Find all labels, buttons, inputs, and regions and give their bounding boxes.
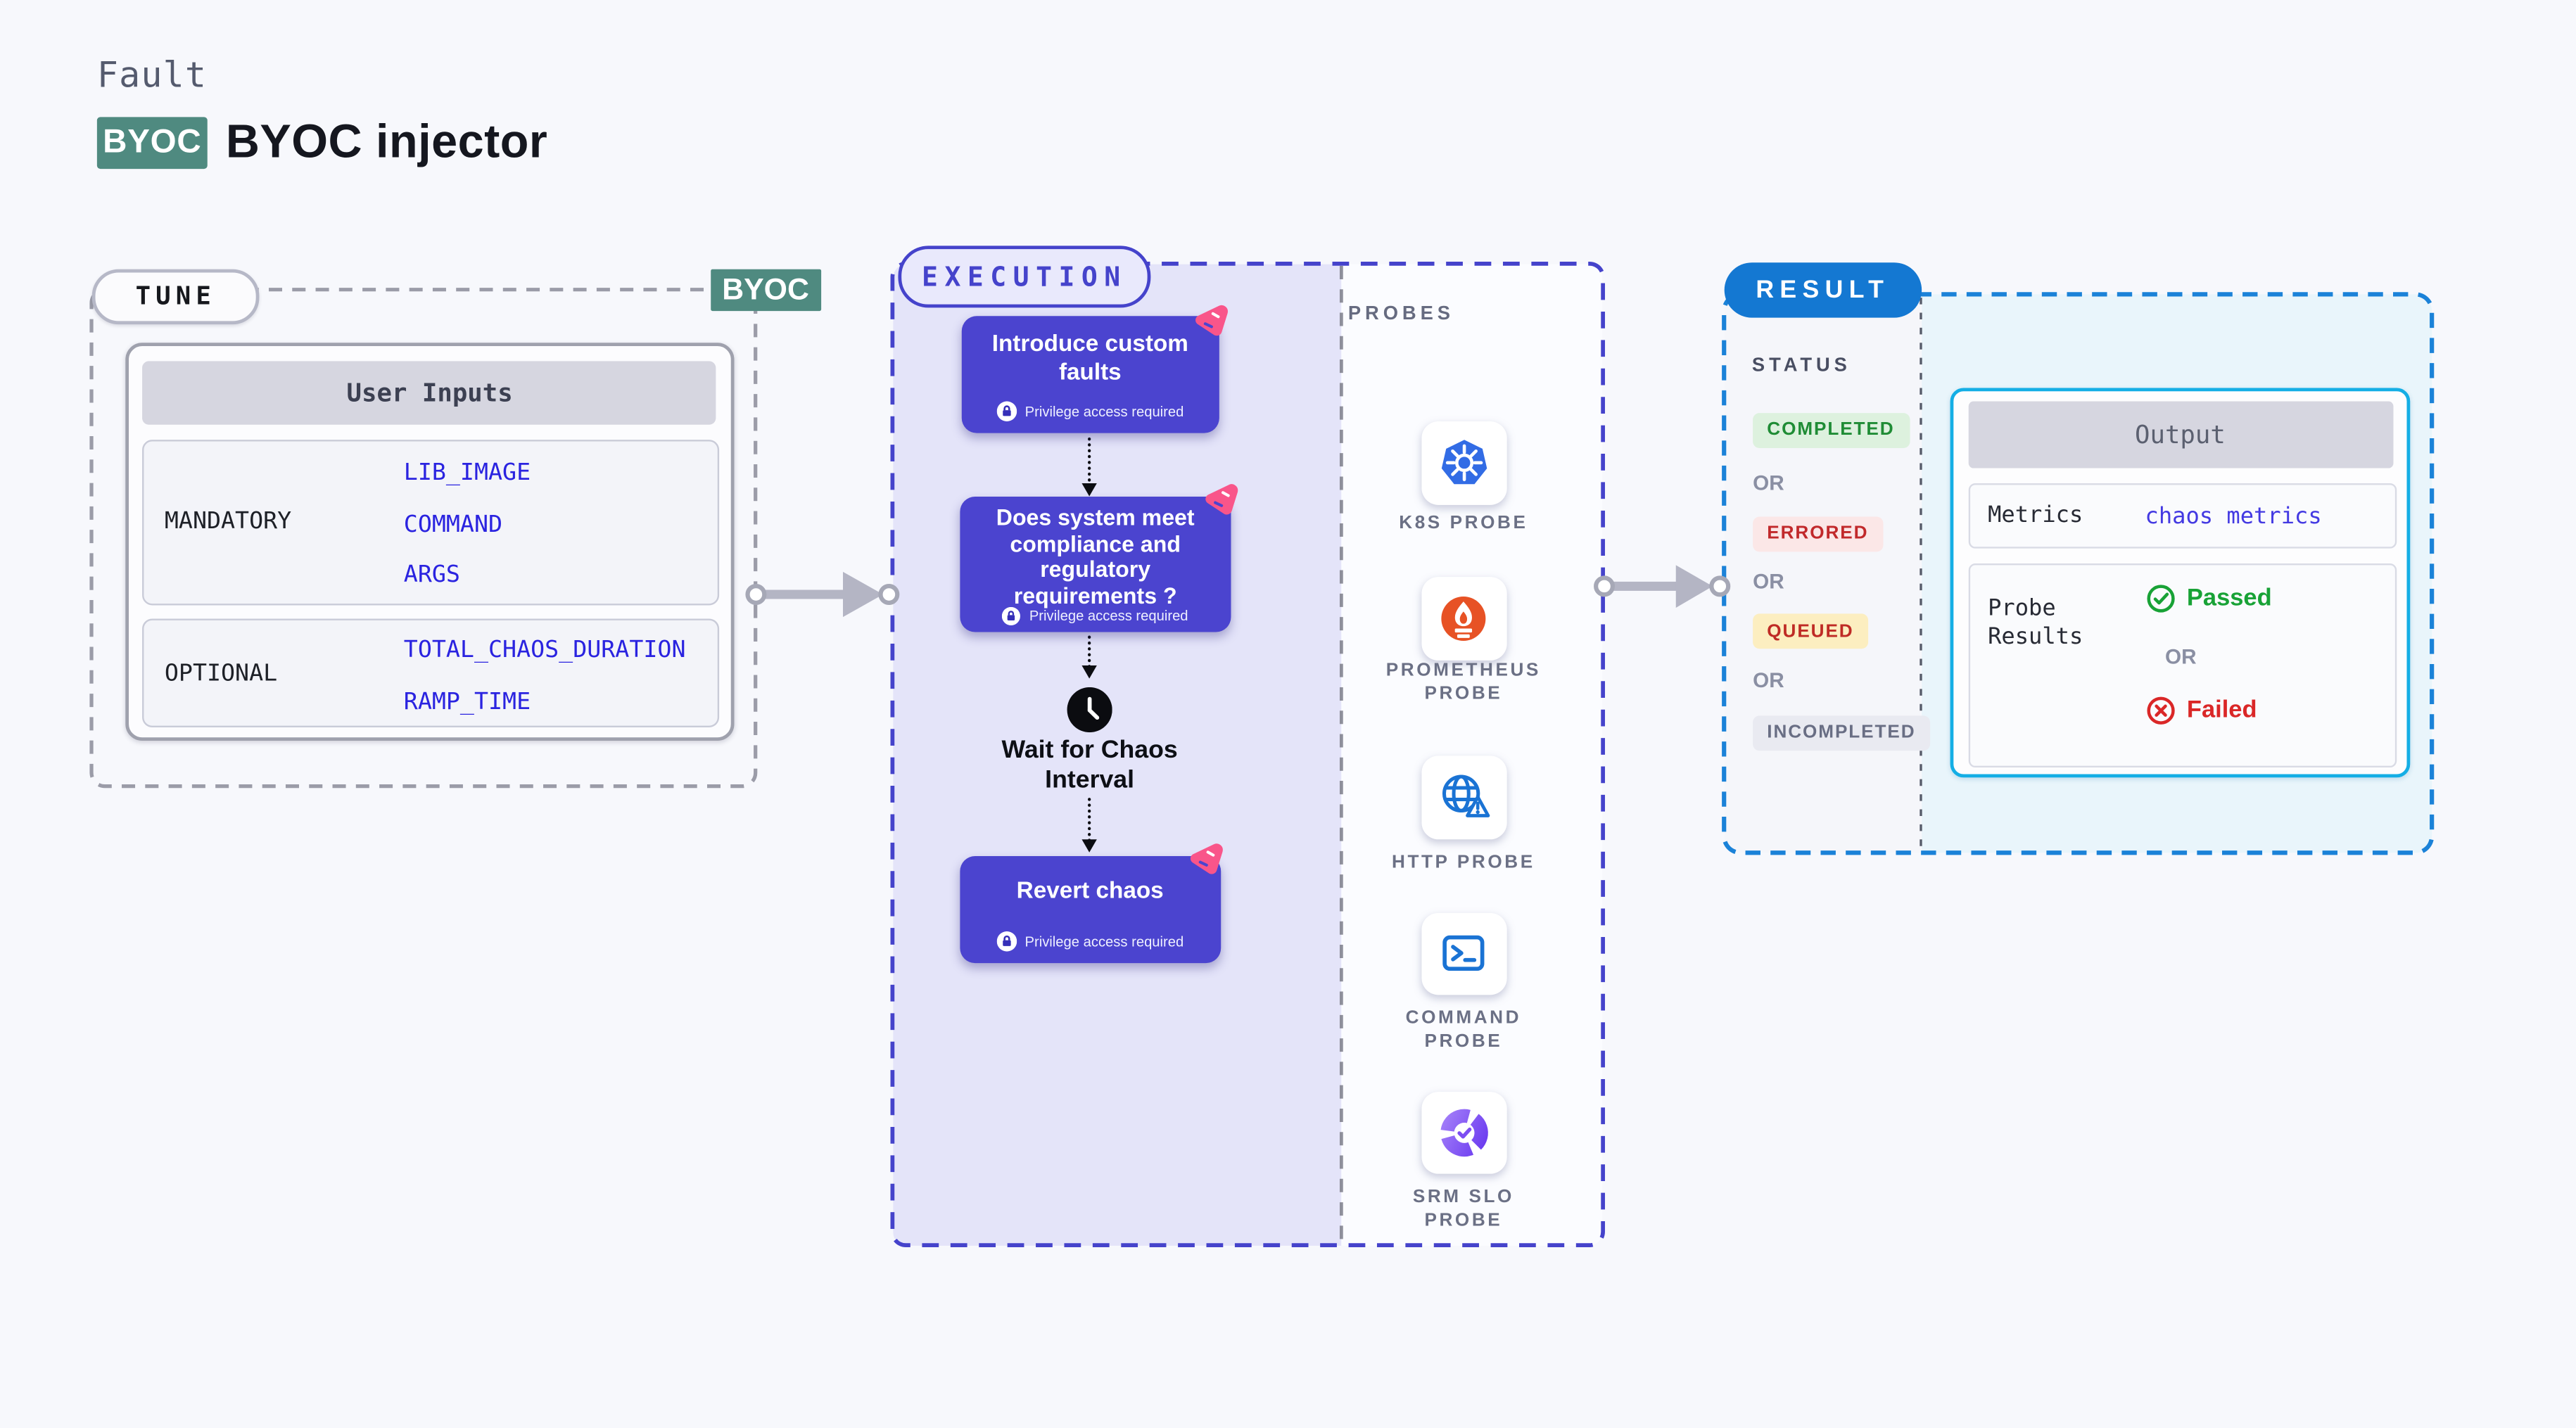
terminal-icon xyxy=(1442,936,1485,971)
execution-section-label: EXECUTION xyxy=(898,246,1151,307)
execution-node-introduce-faults: Introduce custom faults Privilege access… xyxy=(961,316,1219,434)
check-circle-icon xyxy=(2146,584,2174,612)
lock-icon xyxy=(1002,606,1021,625)
prometheus-icon xyxy=(1441,596,1486,641)
mandatory-label: MANDATORY xyxy=(164,509,292,536)
output-header: Output xyxy=(1967,401,2393,468)
metrics-row: Metrics chaos metrics xyxy=(1967,483,2397,549)
passed-text: Passed xyxy=(2186,584,2272,611)
byoc-badge: BYOC xyxy=(96,117,208,170)
probe-label: K8S PROBE xyxy=(1399,513,1528,534)
probe-label: PROMETHEUS PROBE xyxy=(1385,660,1541,704)
status-badge-completed: COMPLETED xyxy=(1751,412,1910,448)
failed-result: Failed xyxy=(2145,695,2257,725)
probe-results-label: Probe Results xyxy=(1988,594,2083,651)
user-inputs-card: User Inputs MANDATORY LIB_IMAGE COMMAND … xyxy=(125,342,735,741)
probe-label: SRM SLO PROBE xyxy=(1412,1187,1514,1230)
metrics-label: Metrics xyxy=(1988,501,2083,528)
env-var: TOTAL_CHAOS_DURATION xyxy=(403,637,686,665)
clock-icon xyxy=(1067,686,1112,732)
page-title: BYOC injector xyxy=(225,115,548,167)
privilege-note: Privilege access required xyxy=(1024,403,1184,421)
passed-result: Passed xyxy=(2145,582,2272,613)
probe-results-row: Probe Results Passed OR Failed xyxy=(1967,562,2397,767)
privilege-note: Privilege access required xyxy=(1024,933,1184,950)
probes-section-label: PROBES xyxy=(1347,304,1454,325)
node-title: Revert chaos xyxy=(1016,876,1164,903)
command-probe-tile xyxy=(1421,912,1506,995)
privilege-note: Privilege access required xyxy=(1029,607,1188,625)
status-badge-incompleted: INCOMPLETED xyxy=(1751,715,1931,751)
x-circle-icon xyxy=(2146,696,2174,724)
env-var: COMMAND xyxy=(403,511,503,538)
optional-row: OPTIONAL TOTAL_CHAOS_DURATION RAMP_TIME xyxy=(142,619,721,728)
tune-section-label: TUNE xyxy=(92,268,259,324)
http-probe-tile xyxy=(1421,756,1506,839)
prometheus-probe-tile xyxy=(1421,577,1506,660)
fault-eyebrow: Fault xyxy=(96,55,208,96)
execution-node-revert-chaos: Revert chaos Privilege access required xyxy=(959,855,1221,964)
byoc-corner-badge: BYOC xyxy=(711,269,820,312)
lock-icon xyxy=(996,931,1017,952)
output-card: Output Metrics chaos metrics Probe Resul… xyxy=(1950,388,2411,778)
slo-donut-icon xyxy=(1440,1109,1488,1157)
status-title: STATUS xyxy=(1751,356,1851,376)
result-section-label: RESULT xyxy=(1724,262,1921,318)
or-label: OR xyxy=(1753,471,1784,495)
or-label: OR xyxy=(2165,644,2197,668)
or-label: OR xyxy=(1753,668,1784,691)
env-var: RAMP_TIME xyxy=(403,689,531,717)
http-globe-icon xyxy=(1442,775,1490,818)
env-var: LIB_IMAGE xyxy=(403,459,531,487)
chaos-logo-icon xyxy=(1205,484,1238,515)
execution-node-compliance-check: Does system meet compliance and regulato… xyxy=(959,497,1231,632)
user-inputs-header: User Inputs xyxy=(142,360,717,425)
lock-icon xyxy=(996,402,1017,422)
mandatory-row: MANDATORY LIB_IMAGE COMMAND ARGS xyxy=(142,439,721,605)
probe-label: HTTP PROBE xyxy=(1391,853,1535,873)
node-title: Introduce custom faults xyxy=(991,329,1188,384)
metrics-value: chaos metrics xyxy=(2145,502,2322,530)
srm-slo-probe-tile xyxy=(1421,1091,1506,1175)
chaos-logo-icon xyxy=(1190,843,1223,874)
env-var: ARGS xyxy=(403,561,460,589)
status-badge-queued: QUEUED xyxy=(1751,614,1870,650)
kubernetes-icon xyxy=(1441,440,1487,485)
node-title: Does system meet compliance and regulato… xyxy=(996,505,1195,608)
probe-label: COMMAND PROBE xyxy=(1405,1008,1522,1052)
k8s-probe-tile xyxy=(1421,421,1506,504)
optional-label: OPTIONAL xyxy=(164,660,278,687)
failed-text: Failed xyxy=(2186,696,2257,724)
wait-for-chaos-interval-label: Wait for Chaos Interval xyxy=(1001,735,1178,794)
status-badge-errored: ERRORED xyxy=(1751,516,1884,552)
chaos-logo-icon xyxy=(1195,305,1229,336)
or-label: OR xyxy=(1753,569,1784,593)
